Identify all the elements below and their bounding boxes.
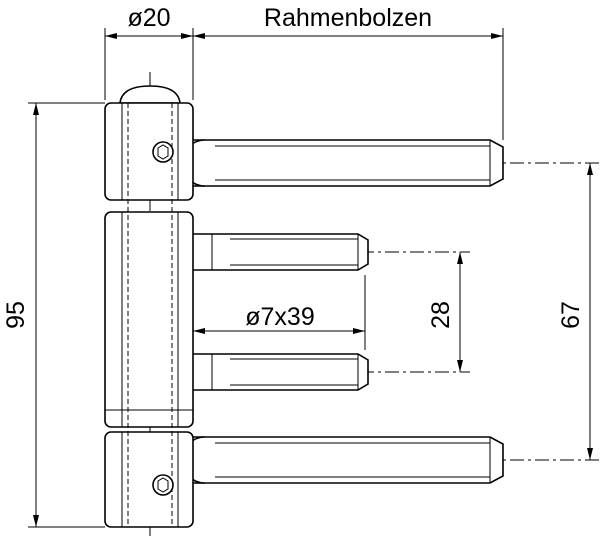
pin-size-label: ø7x39 — [245, 303, 314, 331]
wing-pin-upper — [189, 233, 369, 271]
height-dimension: 95 — [2, 102, 105, 528]
screw-top — [152, 141, 174, 163]
top-dimensions: ø20 Rahmenbolzen — [104, 4, 504, 140]
diameter-20-label: ø20 — [127, 4, 170, 32]
spacing-67-label: 67 — [557, 301, 585, 329]
frame-pin-top — [181, 139, 504, 187]
wing-pin-lower — [189, 353, 369, 391]
pin-size-dimension: ø7x39 — [193, 275, 366, 350]
screw-bottom — [152, 474, 174, 496]
frame-pin-bottom — [181, 436, 504, 484]
hinge-body — [104, 85, 194, 528]
inner-spacing-dimension: 28 — [427, 252, 463, 372]
height-95-label: 95 — [2, 301, 30, 329]
rahmenbolzen-label: Rahmenbolzen — [264, 4, 432, 32]
outer-spacing-dimension: 67 — [557, 163, 593, 460]
spacing-28-label: 28 — [427, 301, 455, 329]
